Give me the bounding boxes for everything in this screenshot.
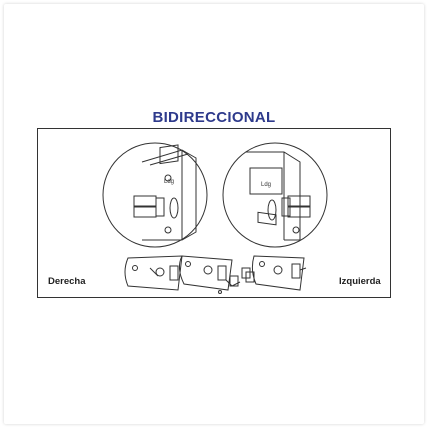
- lock-mechanism-left: [124, 255, 183, 291]
- product-card: [4, 4, 424, 424]
- label-derecha: Derecha: [48, 276, 86, 287]
- svg-text:Ldg: Ldg: [261, 182, 271, 188]
- lock-mechanism-right: [251, 255, 307, 291]
- lock-mechanism-center: [178, 255, 241, 294]
- label-izquierda: Izquierda: [339, 276, 381, 287]
- left-detail-circle: Ldg: [102, 142, 208, 248]
- svg-text:Ldg: Ldg: [164, 179, 174, 185]
- page-title: BIDIRECCIONAL: [152, 109, 276, 126]
- right-detail-circle: Ldg: [222, 142, 328, 248]
- diagram-frame: [37, 128, 391, 298]
